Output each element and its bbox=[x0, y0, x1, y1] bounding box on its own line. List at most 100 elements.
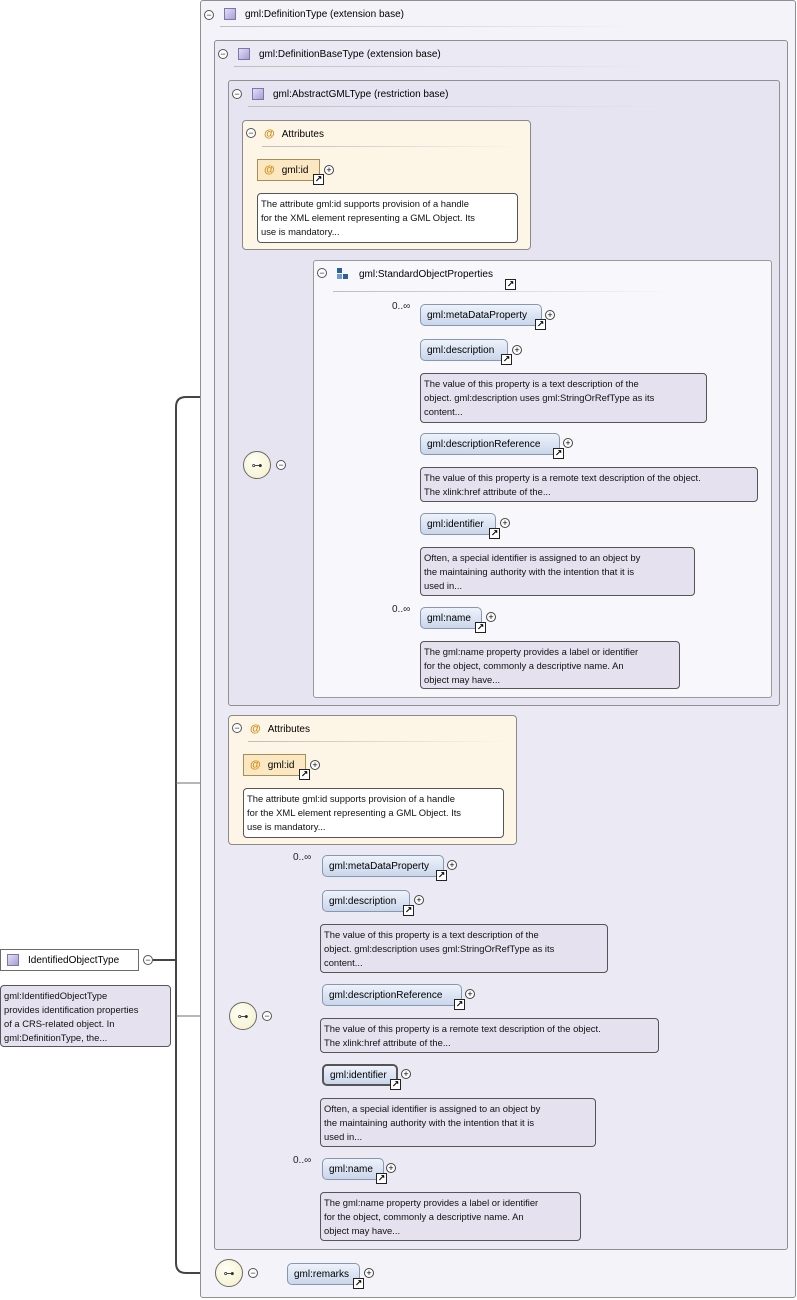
element-description-outer[interactable]: gml:description bbox=[322, 890, 410, 912]
attribute-icon: @ bbox=[264, 128, 275, 140]
element-metadataproperty-inner[interactable]: gml:metaDataProperty bbox=[420, 304, 542, 326]
element-name: gml:descriptionReference bbox=[427, 438, 541, 450]
sequence-compositor-icon[interactable]: ⊶ bbox=[243, 451, 271, 479]
expand-plus-icon[interactable]: + bbox=[401, 1069, 411, 1079]
definition-base-type-title: gml:DefinitionBaseType (extension base) bbox=[259, 48, 441, 60]
expand-plus-icon[interactable]: + bbox=[500, 518, 510, 528]
attributes-inner-collapse-toggle[interactable]: − bbox=[246, 128, 256, 138]
link-icon[interactable]: ↗ bbox=[390, 1079, 401, 1090]
expand-plus-icon[interactable]: + bbox=[465, 989, 475, 999]
sequence-compositor-icon[interactable]: ⊶ bbox=[215, 1259, 243, 1287]
doc-line: The value of this property is a text des… bbox=[424, 378, 639, 389]
link-icon[interactable]: ↗ bbox=[436, 870, 447, 881]
abstract-gml-type-collapse-toggle[interactable]: − bbox=[232, 89, 242, 99]
abstract-gml-type-header: gml:AbstractGMLType (restriction base) bbox=[252, 84, 448, 104]
element-description-inner-doc: The value of this property is a text des… bbox=[420, 373, 707, 423]
element-name-outer-doc: The gml:name property provides a label o… bbox=[320, 1192, 581, 1241]
doc-line: content... bbox=[324, 957, 363, 968]
expand-plus-icon[interactable]: + bbox=[447, 860, 457, 870]
doc-line: the maintaining authority with the inten… bbox=[324, 1117, 535, 1128]
attributes-inner-title: Attributes bbox=[281, 128, 324, 140]
attribute-gml-id-inner[interactable]: @ gml:id bbox=[257, 159, 320, 181]
sequence-collapse-toggle[interactable]: − bbox=[248, 1268, 258, 1278]
element-description-outer-doc: The value of this property is a text des… bbox=[320, 924, 608, 973]
link-icon[interactable]: ↗ bbox=[535, 319, 546, 330]
element-descriptionreference-outer-doc: The value of this property is a remote t… bbox=[320, 1018, 659, 1053]
sequence-collapse-toggle[interactable]: − bbox=[276, 460, 286, 470]
multiplicity-label: 0..∞ bbox=[293, 1155, 312, 1166]
link-icon[interactable]: ↗ bbox=[376, 1173, 387, 1184]
complex-type-icon bbox=[224, 8, 236, 20]
identified-object-type-box[interactable]: IdentifiedObjectType bbox=[0, 949, 139, 971]
element-description-inner[interactable]: gml:description bbox=[420, 339, 508, 361]
doc-line: the maintaining authority with the inten… bbox=[424, 566, 635, 577]
standard-object-properties-collapse-toggle[interactable]: − bbox=[317, 268, 327, 278]
doc-line: used in... bbox=[424, 580, 463, 591]
doc-line: The xlink:href attribute of the... bbox=[324, 1037, 451, 1048]
element-descriptionreference-outer[interactable]: gml:descriptionReference bbox=[322, 984, 462, 1006]
header-rule bbox=[333, 291, 673, 292]
element-descriptionreference-inner[interactable]: gml:descriptionReference bbox=[420, 433, 560, 455]
link-icon[interactable]: ↗ bbox=[299, 769, 310, 780]
attributes-outer-collapse-toggle[interactable]: − bbox=[232, 723, 242, 733]
identified-object-type-collapse-toggle[interactable]: − bbox=[143, 955, 153, 965]
complex-type-icon bbox=[252, 88, 264, 100]
link-icon[interactable]: ↗ bbox=[505, 279, 516, 290]
attributes-outer-title: Attributes bbox=[267, 723, 310, 735]
attribute-name: gml:id bbox=[267, 759, 295, 771]
link-icon[interactable]: ↗ bbox=[403, 905, 414, 916]
element-name-inner-doc: The gml:name property provides a label o… bbox=[420, 641, 680, 689]
element-remarks[interactable]: gml:remarks bbox=[287, 1263, 360, 1285]
definition-type-title: gml:DefinitionType (extension base) bbox=[245, 8, 404, 20]
complex-type-icon bbox=[238, 48, 250, 60]
link-icon[interactable]: ↗ bbox=[454, 999, 465, 1010]
expand-plus-icon[interactable]: + bbox=[364, 1268, 374, 1278]
multiplicity-label: 0..∞ bbox=[392, 301, 411, 312]
doc-line: object may have... bbox=[324, 1225, 401, 1236]
link-icon[interactable]: ↗ bbox=[313, 174, 324, 185]
link-icon[interactable]: ↗ bbox=[489, 528, 500, 539]
doc-line: The gml:name property provides a label o… bbox=[424, 646, 639, 657]
element-identifier-outer[interactable]: gml:identifier bbox=[322, 1064, 398, 1086]
standard-object-properties-header: gml:StandardObjectProperties bbox=[337, 264, 493, 284]
header-rule bbox=[248, 741, 508, 742]
doc-line: The xlink:href attribute of the... bbox=[424, 486, 551, 497]
expand-plus-icon[interactable]: + bbox=[310, 760, 320, 770]
doc-line: for the XML element representing a GML O… bbox=[247, 807, 461, 818]
expand-plus-icon[interactable]: + bbox=[414, 895, 424, 905]
doc-line: The attribute gml:id supports provision … bbox=[261, 198, 469, 209]
element-identifier-inner[interactable]: gml:identifier bbox=[420, 513, 496, 535]
element-name: gml:metaDataProperty bbox=[329, 860, 430, 872]
expand-plus-icon[interactable]: + bbox=[386, 1163, 396, 1173]
sequence-compositor-icon[interactable]: ⊶ bbox=[229, 1002, 257, 1030]
link-icon[interactable]: ↗ bbox=[353, 1278, 364, 1289]
element-name-outer[interactable]: gml:name bbox=[322, 1158, 384, 1180]
definition-base-type-header: gml:DefinitionBaseType (extension base) bbox=[238, 44, 441, 64]
attribute-gml-id-outer[interactable]: @ gml:id bbox=[243, 754, 306, 776]
identified-object-type-name: IdentifiedObjectType bbox=[28, 954, 120, 966]
definition-type-header: gml:DefinitionType (extension base) bbox=[224, 4, 404, 24]
definition-base-type-collapse-toggle[interactable]: − bbox=[218, 49, 228, 59]
doc-line: provides identification properties bbox=[4, 1004, 139, 1015]
expand-plus-icon[interactable]: + bbox=[563, 438, 573, 448]
definition-type-collapse-toggle[interactable]: − bbox=[204, 10, 214, 20]
element-name-inner[interactable]: gml:name bbox=[420, 607, 482, 629]
link-icon[interactable]: ↗ bbox=[501, 354, 512, 365]
attributes-inner-header: @ Attributes bbox=[264, 124, 324, 144]
link-icon[interactable]: ↗ bbox=[553, 448, 564, 459]
link-icon[interactable]: ↗ bbox=[475, 622, 486, 633]
attribute-gml-id-outer-doc: The attribute gml:id supports provision … bbox=[243, 788, 504, 838]
element-metadataproperty-outer[interactable]: gml:metaDataProperty bbox=[322, 855, 444, 877]
element-identifier-outer-doc: Often, a special identifier is assigned … bbox=[320, 1098, 596, 1147]
doc-line: used in... bbox=[324, 1131, 363, 1142]
expand-plus-icon[interactable]: + bbox=[486, 612, 496, 622]
attributes-outer-header: @ Attributes bbox=[250, 719, 310, 739]
expand-plus-icon[interactable]: + bbox=[545, 310, 555, 320]
expand-plus-icon[interactable]: + bbox=[324, 165, 334, 175]
expand-plus-icon[interactable]: + bbox=[512, 345, 522, 355]
element-name: gml:descriptionReference bbox=[329, 989, 443, 1001]
sequence-collapse-toggle[interactable]: − bbox=[262, 1011, 272, 1021]
attribute-icon: @ bbox=[250, 759, 261, 771]
doc-line: The value of this property is a remote t… bbox=[424, 472, 701, 483]
attribute-gml-id-inner-doc: The attribute gml:id supports provision … bbox=[257, 193, 518, 243]
